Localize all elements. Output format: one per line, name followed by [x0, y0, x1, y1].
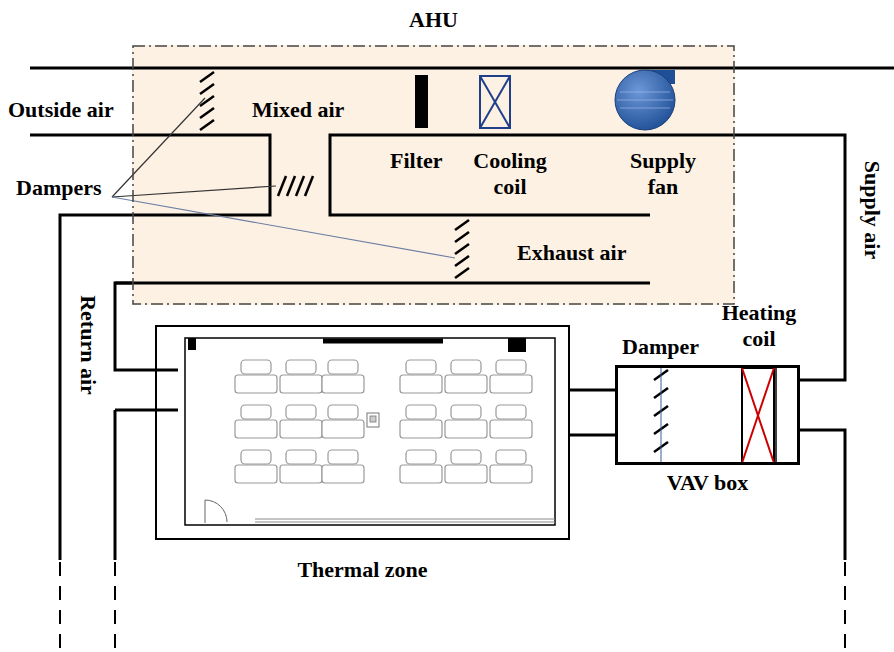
- desk: [400, 420, 442, 438]
- cooling-coil-symbol: [480, 76, 510, 128]
- node-title: VAV box: [618, 470, 797, 495]
- duct-label: Mixed air: [252, 97, 344, 123]
- desk: [490, 375, 532, 393]
- chair: [406, 360, 436, 374]
- part-label: Filter: [390, 148, 443, 174]
- node-title: AHU: [132, 7, 735, 32]
- node-title: Thermal zone: [157, 557, 568, 582]
- desk: [445, 465, 487, 483]
- desk: [322, 375, 364, 393]
- mixing-damper: [278, 176, 313, 196]
- ahu-outline: [132, 45, 735, 305]
- chair: [406, 405, 436, 419]
- chair: [451, 450, 481, 464]
- chair: [451, 360, 481, 374]
- desk: [280, 465, 322, 483]
- desk: [322, 420, 364, 438]
- exhaust-damper: [455, 220, 469, 278]
- part-label: Damper: [622, 334, 699, 360]
- thermal-zone: Thermal zone: [155, 325, 570, 540]
- vav-box: VAV box: [615, 365, 800, 465]
- desk: [445, 375, 487, 393]
- vav-damper: [654, 368, 668, 462]
- chair: [241, 450, 271, 464]
- duct-label: Exhaust air: [517, 240, 626, 266]
- chair: [328, 405, 358, 419]
- duct-label: Supply air: [861, 161, 883, 259]
- desk: [235, 420, 277, 438]
- part-label: Heating coil: [706, 300, 812, 353]
- desk: [280, 375, 322, 393]
- filter-symbol: [415, 75, 428, 128]
- desk: [235, 465, 277, 483]
- damper-leader-lines: [112, 98, 455, 258]
- desk: [490, 465, 532, 483]
- chair: [406, 450, 436, 464]
- duct-label: Outside air: [8, 97, 114, 123]
- chair: [241, 405, 271, 419]
- heating-coil-symbol: [742, 368, 776, 463]
- ahu-border: [133, 46, 734, 304]
- ducts: [30, 68, 894, 560]
- chair: [496, 405, 526, 419]
- part-label: Cooling coil: [455, 148, 565, 201]
- desk: [445, 420, 487, 438]
- duct-connector: [570, 389, 615, 392]
- room-plan: [185, 338, 555, 525]
- desk: [235, 375, 277, 393]
- ahu-box: AHU: [132, 45, 735, 305]
- chair: [286, 450, 316, 464]
- desk: [400, 465, 442, 483]
- part-label: Dampers: [16, 175, 102, 201]
- desk: [490, 420, 532, 438]
- duct-continuation: [60, 562, 845, 652]
- desk: [322, 465, 364, 483]
- duct-label: Return air: [77, 295, 99, 395]
- supply-fan-symbol: [615, 70, 675, 130]
- chair: [286, 360, 316, 374]
- chair: [241, 360, 271, 374]
- chair: [328, 450, 358, 464]
- chair: [286, 405, 316, 419]
- part-label: Supply fan: [617, 148, 709, 201]
- chair: [451, 405, 481, 419]
- chair: [328, 360, 358, 374]
- ahu-ground: [132, 45, 735, 305]
- desk: [280, 420, 322, 438]
- desk: [400, 375, 442, 393]
- duct-connector: [115, 283, 155, 370]
- chair: [496, 450, 526, 464]
- chair: [496, 360, 526, 374]
